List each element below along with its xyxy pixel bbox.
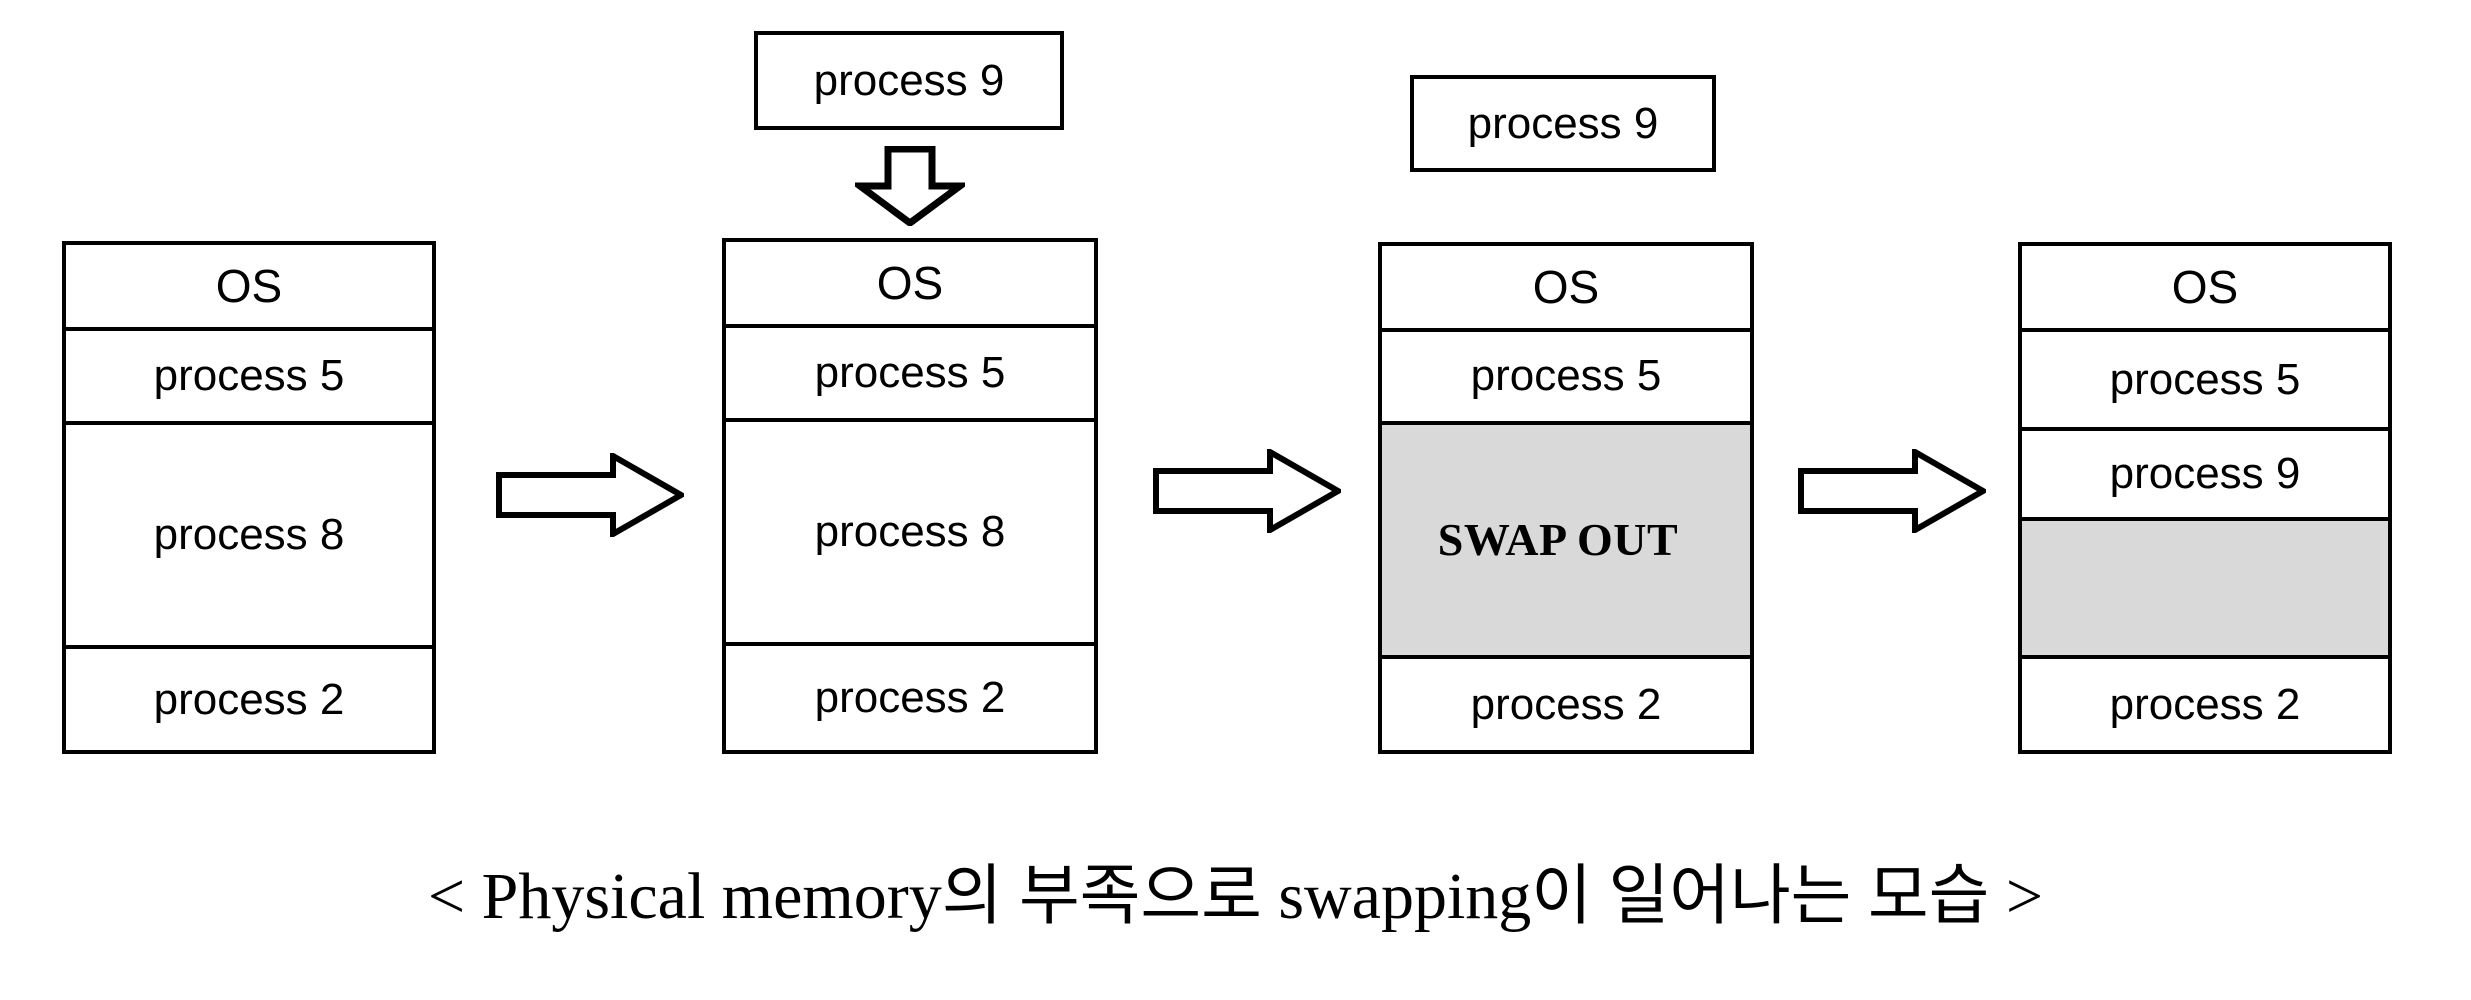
memory-row-process-5: process 5: [2022, 332, 2388, 431]
memory-row-label: process 5: [153, 351, 345, 400]
memory-row-os: OS: [2022, 246, 2388, 332]
memory-row-swap-out: SWAP OUT: [1382, 425, 1750, 660]
diagram-caption: < Physical memory의 부족으로 swapping이 일어나는 모…: [427, 860, 2044, 933]
memory-block-stage-2: OS process 5 process 8 process 2: [722, 238, 1098, 754]
memory-row-label: process 2: [2109, 679, 2301, 729]
flow-arrow-right-2: [1153, 449, 1341, 533]
memory-row-label: process 5: [814, 348, 1006, 397]
flow-arrow-right-1: [496, 453, 684, 537]
memory-row-label: process 2: [814, 673, 1006, 722]
memory-row-process-5: process 5: [1382, 331, 1750, 426]
arrow-down-icon: [855, 146, 965, 226]
memory-row-label: process 9: [2109, 449, 2301, 498]
incoming-process-label-text: process 9: [813, 55, 1005, 105]
memory-row-process-9: process 9: [2022, 431, 2388, 521]
memory-row-label: OS: [215, 260, 283, 312]
memory-row-os: OS: [726, 242, 1094, 328]
memory-row-label: process 5: [2109, 354, 2301, 404]
memory-block-stage-3: OS process 5 SWAP OUT process 2: [1378, 242, 1754, 754]
arrow-right-icon: [496, 453, 684, 537]
memory-row-process-2: process 2: [726, 646, 1094, 750]
memory-row-label: process 8: [153, 510, 345, 559]
memory-row-process-2: process 2: [66, 649, 432, 750]
memory-row-process-2: process 2: [2022, 659, 2388, 750]
incoming-process-label-stage-2: process 9: [754, 31, 1064, 130]
memory-row-label: OS: [1532, 260, 1600, 313]
memory-row-os: OS: [1382, 246, 1750, 332]
arrow-right-icon: [1153, 449, 1341, 533]
memory-row-free-space: [2022, 521, 2388, 659]
memory-row-process-5: process 5: [66, 331, 432, 425]
memory-block-stage-1: OS process 5 process 8 process 2: [62, 241, 436, 754]
arrow-right-icon: [1798, 449, 1986, 533]
incoming-process-label-text: process 9: [1467, 98, 1659, 148]
process-load-arrow-down: [855, 146, 965, 226]
incoming-process-label-stage-3: process 9: [1410, 75, 1716, 172]
memory-row-process-8: process 8: [726, 422, 1094, 646]
flow-arrow-right-3: [1798, 449, 1986, 533]
memory-row-label: process 2: [153, 674, 345, 724]
memory-row-process-2: process 2: [1382, 659, 1750, 750]
memory-row-label: process 2: [1470, 679, 1662, 729]
memory-row-label: OS: [876, 257, 944, 309]
memory-row-process-8: process 8: [66, 425, 432, 649]
memory-row-label: OS: [2171, 261, 2239, 313]
memory-row-os: OS: [66, 245, 432, 331]
memory-row-process-5: process 5: [726, 328, 1094, 422]
memory-row-label: process 5: [1470, 351, 1662, 401]
memory-row-label: process 8: [814, 507, 1006, 556]
memory-row-label: SWAP OUT: [1437, 514, 1679, 566]
memory-block-stage-4: OS process 5 process 9 process 2: [2018, 242, 2392, 754]
